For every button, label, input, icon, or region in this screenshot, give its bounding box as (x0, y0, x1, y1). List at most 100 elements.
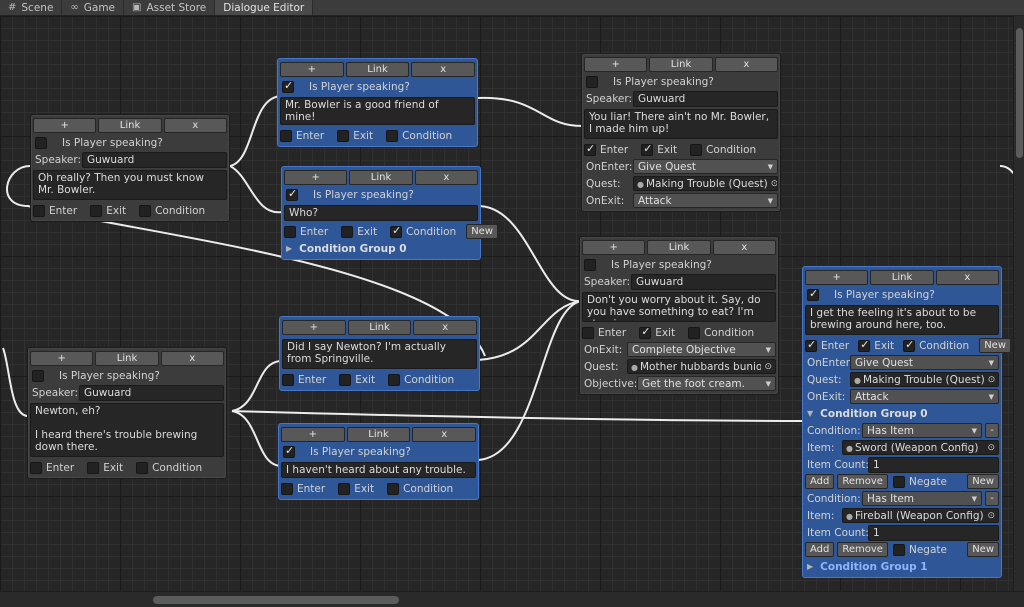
delete-node-button[interactable]: x (411, 62, 475, 77)
dialogue-node-8[interactable]: + Link x Is Player speaking? I haven't h… (278, 423, 479, 500)
condition-group-foldout[interactable]: ▶Condition Group 1 (805, 558, 999, 575)
dialogue-node-1[interactable]: + Link x Is Player speaking? Speaker:Guw… (30, 114, 230, 222)
enter-checkbox[interactable] (33, 205, 45, 217)
delete-node-button[interactable]: x (715, 57, 778, 72)
new-condition-group-button[interactable]: New (979, 338, 1011, 353)
enter-checkbox[interactable] (805, 340, 817, 352)
condition-type-dropdown[interactable]: Has Item▼ (862, 491, 982, 506)
negate-checkbox[interactable] (893, 476, 905, 488)
add-child-button[interactable]: + (284, 170, 347, 185)
speaker-input[interactable]: Guwuard (79, 385, 224, 401)
new-condition-button[interactable]: New (967, 474, 999, 489)
object-picker-icon[interactable]: ⊙ (771, 179, 778, 189)
delete-node-button[interactable]: x (936, 270, 999, 285)
exit-checkbox[interactable] (341, 226, 353, 238)
condition-checkbox[interactable] (139, 205, 151, 217)
speaker-input[interactable]: Guwuard (631, 274, 776, 290)
dialogue-text-area[interactable]: You liar! There ain't no Mr. Bowler, I m… (584, 109, 778, 139)
dialogue-graph-canvas[interactable]: + Link x Is Player speaking? Speaker:Guw… (0, 16, 1024, 591)
condition-checkbox[interactable] (136, 462, 148, 474)
exit-checkbox[interactable] (87, 462, 99, 474)
add-child-button[interactable]: + (582, 240, 645, 255)
enter-checkbox[interactable] (280, 130, 292, 142)
new-condition-button[interactable]: New (967, 542, 999, 557)
tab-game[interactable]: ∞Game (62, 0, 124, 15)
link-button[interactable]: Link (649, 57, 712, 72)
dialogue-text-area[interactable]: Who? (284, 205, 478, 221)
vertical-scroll-thumb[interactable] (1016, 28, 1023, 158)
condition-checkbox[interactable] (387, 483, 399, 495)
remove-condition-button[interactable]: - (985, 423, 999, 438)
exit-checkbox[interactable] (639, 327, 651, 339)
delete-node-button[interactable]: x (161, 351, 224, 366)
condition-type-dropdown[interactable]: Has Item▼ (862, 423, 982, 438)
horizontal-scroll-thumb[interactable] (153, 596, 399, 604)
exit-checkbox[interactable] (858, 340, 870, 352)
link-button[interactable]: Link (348, 320, 412, 335)
tab-scene[interactable]: #Scene (0, 0, 62, 15)
quest-object-field[interactable]: ●Making Trouble (Quest)⊙ (850, 372, 999, 387)
item-object-field[interactable]: ●Fireball (Weapon Config)⊙ (842, 508, 999, 523)
dialogue-text-area[interactable]: Mr. Bowler is a good friend of mine! (280, 97, 475, 125)
dialogue-node-3[interactable]: + Link x Is Player speaking? Who? Enter … (281, 166, 481, 260)
condition-checkbox[interactable] (903, 340, 915, 352)
enter-checkbox[interactable] (281, 483, 293, 495)
speaker-input[interactable]: Guwuard (633, 91, 778, 107)
player-speaking-checkbox[interactable] (286, 189, 298, 201)
add-condition-button[interactable]: Add (805, 474, 834, 489)
remove-condition-button[interactable]: Remove (837, 542, 888, 557)
item-object-field[interactable]: ●Sword (Weapon Config)⊙ (842, 440, 999, 455)
add-child-button[interactable]: + (281, 427, 345, 442)
condition-checkbox[interactable] (690, 144, 702, 156)
object-picker-icon[interactable]: ⊙ (987, 511, 995, 521)
on-enter-dropdown[interactable]: Give Quest▼ (633, 159, 778, 174)
item-count-input[interactable]: 1 (868, 525, 999, 541)
enter-checkbox[interactable] (284, 226, 296, 238)
on-exit-dropdown[interactable]: Attack▼ (633, 193, 778, 208)
link-button[interactable]: Link (347, 427, 411, 442)
player-speaking-checkbox[interactable] (283, 446, 295, 458)
dialogue-node-9[interactable]: + Link x Is Player speaking? I get the f… (802, 266, 1002, 578)
object-picker-icon[interactable]: ⊙ (987, 443, 995, 453)
add-child-button[interactable]: + (280, 62, 344, 77)
dialogue-text-area[interactable]: Don't you worry about it. Say, do you ha… (582, 292, 776, 322)
object-picker-icon[interactable]: ⊙ (764, 362, 772, 372)
on-exit-dropdown[interactable]: Attack▼ (850, 389, 999, 404)
add-child-button[interactable]: + (584, 57, 647, 72)
add-child-button[interactable]: + (33, 118, 96, 133)
link-button[interactable]: Link (349, 170, 412, 185)
add-child-button[interactable]: + (805, 270, 868, 285)
add-condition-button[interactable]: Add (805, 542, 834, 557)
dialogue-text-area[interactable]: I haven't heard about any trouble. (281, 462, 476, 478)
tab-asset-store[interactable]: ▣Asset Store (124, 0, 215, 15)
new-condition-group-button[interactable]: New (466, 224, 498, 239)
quest-object-field[interactable]: ●Making Trouble (Quest)⊙ (633, 176, 778, 191)
link-button[interactable]: Link (98, 118, 161, 133)
player-speaking-checkbox[interactable] (35, 137, 47, 149)
exit-checkbox[interactable] (90, 205, 102, 217)
exit-checkbox[interactable] (641, 144, 653, 156)
vertical-scrollbar[interactable] (1013, 16, 1024, 591)
enter-checkbox[interactable] (582, 327, 594, 339)
on-enter-dropdown[interactable]: Give Quest▼ (850, 355, 999, 370)
exit-checkbox[interactable] (338, 483, 350, 495)
enter-checkbox[interactable] (282, 374, 294, 386)
add-child-button[interactable]: + (282, 320, 346, 335)
link-button[interactable]: Link (346, 62, 410, 77)
link-button[interactable]: Link (647, 240, 710, 255)
exit-checkbox[interactable] (339, 374, 351, 386)
on-exit-dropdown[interactable]: Complete Objective▼ (627, 342, 776, 357)
quest-object-field[interactable]: ●Mother hubbards bunions (Q⊙ (627, 359, 776, 374)
negate-checkbox[interactable] (893, 544, 905, 556)
delete-node-button[interactable]: x (413, 320, 477, 335)
horizontal-scrollbar[interactable] (0, 591, 1024, 607)
dialogue-node-7[interactable]: + Link x Did I say Newton? I'm actually … (279, 316, 480, 391)
tab-dialogue-editor[interactable]: Dialogue Editor (215, 0, 313, 15)
dialogue-text-area[interactable]: Oh really? Then you must know Mr. Bowler… (33, 170, 227, 200)
delete-node-button[interactable]: x (164, 118, 227, 133)
enter-checkbox[interactable] (30, 462, 42, 474)
remove-condition-button[interactable]: - (985, 491, 999, 506)
item-count-input[interactable]: 1 (868, 457, 999, 473)
delete-node-button[interactable]: x (713, 240, 776, 255)
speaker-input[interactable]: Guwuard (82, 152, 227, 168)
